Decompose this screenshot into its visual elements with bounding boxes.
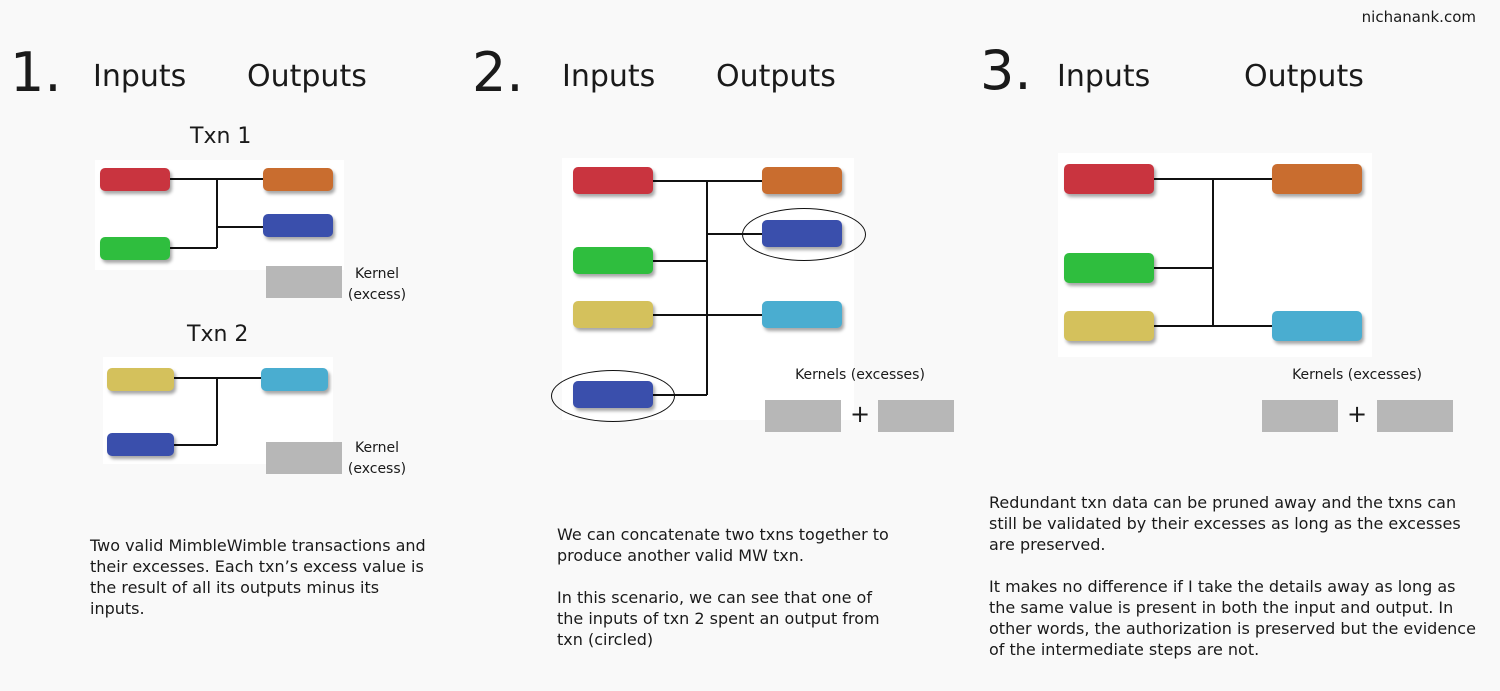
input-red [1064,164,1154,194]
outputs-heading: Outputs [1244,59,1364,94]
connector-line [216,226,265,228]
input-yellow [573,301,653,328]
step-number: 2. [472,41,524,104]
input-green [1064,253,1154,283]
connector-line [1212,178,1214,327]
panel-3-description: Redundant txn data can be pruned away an… [989,492,1479,681]
output-orange [762,167,842,194]
kernel-box [266,266,342,298]
site-watermark: nichanank.com [1361,8,1476,26]
connector-line [706,180,708,395]
connector-line [174,444,217,446]
outputs-heading: Outputs [716,59,836,94]
kernel-label: Kernel (excess) [345,438,409,480]
output-cyan [261,368,328,391]
outputs-heading: Outputs [247,59,367,94]
connector-line [174,377,263,379]
input-yellow [1064,311,1154,341]
kernel-label-line2: (excess) [347,461,407,477]
output-orange [263,168,333,191]
output-blue [263,214,333,237]
connector-line [653,314,762,316]
highlight-circle [742,208,866,261]
kernels-label: Kernels (excesses) [795,367,925,383]
kernel-label: Kernel (excess) [345,264,409,306]
kernel-box [878,400,954,432]
connector-line [653,260,707,262]
txn2-title: Txn 2 [187,322,249,347]
connector-line [653,394,707,396]
input-blue [107,433,174,456]
kernel-box [1262,400,1338,432]
output-cyan [762,301,842,328]
input-green [573,247,653,274]
output-orange [1272,164,1362,194]
highlight-circle [551,370,675,422]
input-green [100,237,170,260]
step-number: 1. [10,41,62,104]
connector-line [216,178,218,248]
inputs-heading: Inputs [562,59,656,94]
description-paragraph: Two valid MimbleWimble transactions and … [90,536,426,618]
plus-sign: + [1347,400,1368,428]
description-paragraph: We can concatenate two txns together to … [557,525,889,565]
txn1-title: Txn 1 [190,124,252,149]
inputs-heading: Inputs [93,59,187,94]
kernel-label-line1: Kernel [355,440,399,456]
description-paragraph: In this scenario, we can see that one of… [557,588,880,649]
connector-line [1154,267,1213,269]
input-yellow [107,368,174,391]
kernel-label-line1: Kernel [355,266,399,282]
connector-line [1154,178,1272,180]
connector-line [653,180,762,182]
step-number: 3. [980,39,1032,102]
kernel-label-line2: (excess) [347,287,407,303]
connector-line [170,247,217,249]
kernels-label: Kernels (excesses) [1292,367,1422,383]
kernel-box [266,442,342,474]
output-cyan [1272,311,1362,341]
description-paragraph: It makes no difference if I take the det… [989,577,1476,659]
connector-line [1154,325,1272,327]
connector-line [706,233,762,235]
panel-1-description: Two valid MimbleWimble transactions and … [90,535,435,640]
panel-2-description: We can concatenate two txns together to … [557,524,902,671]
input-red [573,167,653,194]
connector-line [216,377,218,445]
plus-sign: + [850,400,871,428]
inputs-heading: Inputs [1057,59,1151,94]
description-paragraph: Redundant txn data can be pruned away an… [989,493,1461,554]
kernel-box [765,400,841,432]
kernel-box [1377,400,1453,432]
input-red [100,168,170,191]
